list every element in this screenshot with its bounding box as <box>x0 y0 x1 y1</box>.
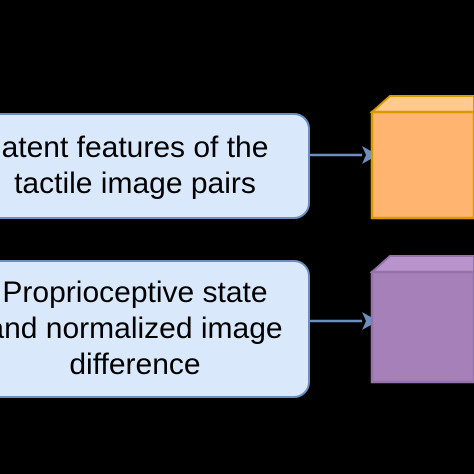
arrow-bottom-head <box>362 312 378 330</box>
arrow-bottom <box>310 312 378 330</box>
cube-orange-front <box>370 110 474 220</box>
tactile-features-text: atent features of the tactile image pair… <box>2 130 269 202</box>
tactile-features-box: atent features of the tactile image pair… <box>0 113 310 219</box>
cube-purple <box>369 255 474 384</box>
cube-orange-top <box>369 95 474 113</box>
proprio-state-line-1: Proprioceptive state <box>2 276 268 309</box>
proprio-state-box: Proprioceptive state and normalized imag… <box>0 260 310 398</box>
proprio-state-line-3: difference <box>69 348 201 381</box>
arrow-top-head <box>362 146 378 164</box>
cube-purple-top <box>369 255 474 273</box>
proprio-state-line-2: and normalized image <box>0 312 283 345</box>
proprio-state-text: Proprioceptive state and normalized imag… <box>0 275 283 383</box>
tactile-features-line-2: tactile image pairs <box>14 167 256 200</box>
arrow-top <box>310 146 378 164</box>
tactile-features-line-1: atent features of the <box>1 131 269 164</box>
cube-purple-front <box>370 270 474 384</box>
cube-orange <box>369 95 474 220</box>
